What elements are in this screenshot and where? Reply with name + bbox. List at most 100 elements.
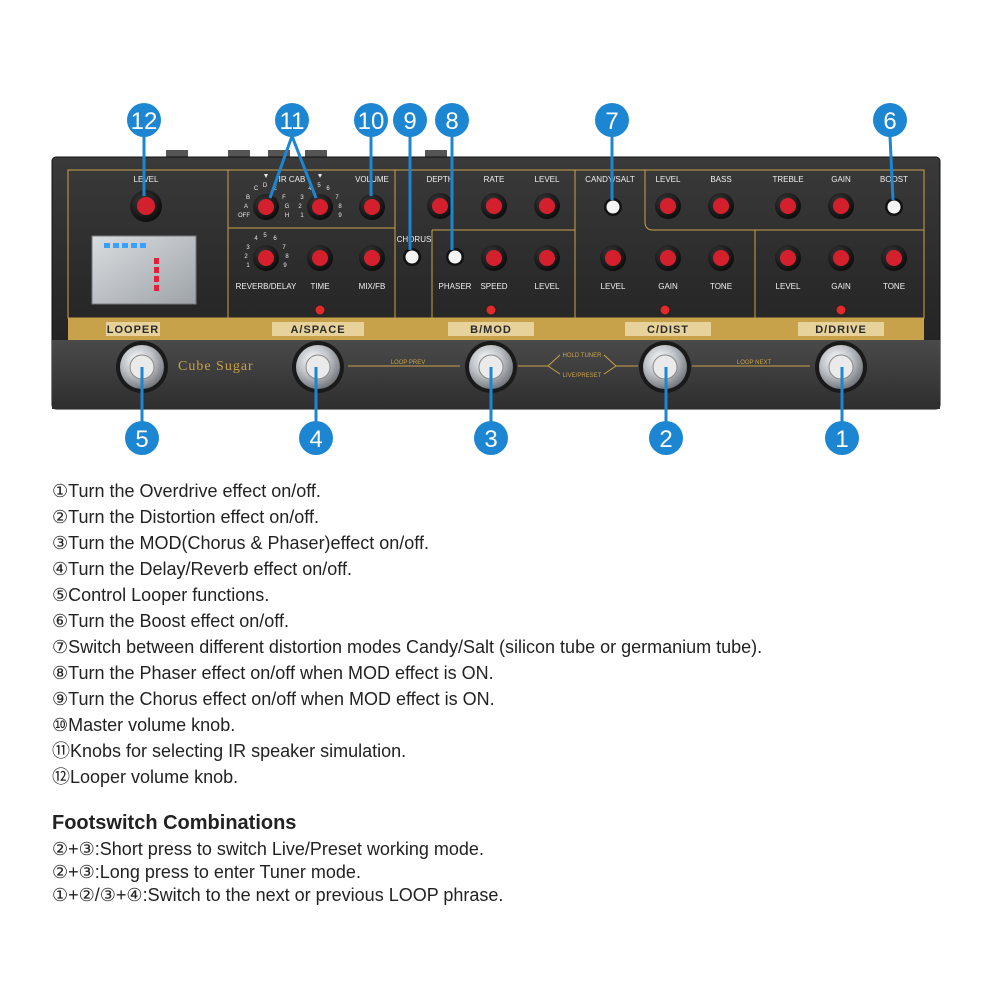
dist-level-knob[interactable] <box>600 245 626 271</box>
svg-text:D: D <box>263 183 268 189</box>
footswitch-a-space[interactable] <box>292 341 344 393</box>
phaser-button[interactable] <box>446 248 464 266</box>
dist-level-knob-top[interactable] <box>655 193 681 219</box>
depth-knob[interactable] <box>427 193 453 219</box>
svg-text:C: C <box>254 186 259 192</box>
ir-cab-scales: C D E B F A G OFF H 4 5 6 3 7 2 8 1 9 <box>238 174 342 219</box>
dist-tone-knob[interactable] <box>708 245 734 271</box>
svg-text:12: 12 <box>131 108 158 135</box>
label-rate: RATE <box>484 175 505 184</box>
footswitch-line-1: ②+③:Short press to switch Live/Preset wo… <box>52 839 484 859</box>
label-looper-level: LEVEL <box>134 175 159 184</box>
svg-text:1: 1 <box>300 213 304 219</box>
chorus-button[interactable] <box>403 248 421 266</box>
label-mix-fb: MIX/FB <box>359 282 386 291</box>
callout-11: 11 <box>275 103 309 137</box>
boost-button[interactable] <box>885 198 903 216</box>
svg-text:5: 5 <box>263 233 267 239</box>
label-time: TIME <box>310 282 329 291</box>
label-dist-level: LEVEL <box>601 282 626 291</box>
callouts-top: 12 11 10 9 8 7 6 <box>127 103 907 137</box>
ir-cab-knob-left[interactable] <box>253 194 279 220</box>
desc-12: ⑫Looper volume knob. <box>52 767 239 787</box>
svg-text:4: 4 <box>308 186 312 192</box>
live-preset-label: LIVE/PRESET <box>563 373 602 379</box>
desc-2: ②Turn the Distortion effect on/off. <box>52 507 319 527</box>
rate-knob[interactable] <box>481 193 507 219</box>
svg-text:6: 6 <box>273 236 277 242</box>
pedal-illustration: LOOPER A/SPACE B/MOD C/DIST D/DRIVE LEVE… <box>51 103 941 455</box>
label-treble: TREBLE <box>772 175 803 184</box>
label-boost: BOOST <box>880 175 908 184</box>
callout-9: 9 <box>393 103 427 137</box>
label-drive-tone: TONE <box>883 282 905 291</box>
speed-knob[interactable] <box>481 245 507 271</box>
svg-text:7: 7 <box>605 108 618 135</box>
callout-6: 6 <box>873 103 907 137</box>
toggle-buttons[interactable] <box>403 198 903 266</box>
looper-level-knob[interactable] <box>130 190 162 222</box>
loop-prev-label: LOOP PREV <box>391 360 426 366</box>
footswitch-list: ②+③:Short press to switch Live/Preset wo… <box>52 838 982 907</box>
desc-8: ⑧Turn the Phaser effect on/off when MOD … <box>52 663 494 683</box>
candy-salt-button[interactable] <box>604 198 622 216</box>
bass-knob[interactable] <box>708 193 734 219</box>
gain-knob-top[interactable] <box>828 193 854 219</box>
label-mod-level: LEVEL <box>535 175 560 184</box>
svg-text:E: E <box>273 186 277 192</box>
svg-text:H: H <box>285 213 289 219</box>
desc-10: ⑩Master volume knob. <box>52 715 236 735</box>
mod-level-knob-2[interactable] <box>534 245 560 271</box>
drive-gain-knob[interactable] <box>828 245 854 271</box>
svg-text:F: F <box>282 195 286 201</box>
label-dist-gain: GAIN <box>658 282 678 291</box>
svg-text:B: B <box>246 195 250 201</box>
svg-text:8: 8 <box>285 254 289 260</box>
section-b-mod: B/MOD <box>470 324 512 336</box>
ir-cab-knob-right[interactable] <box>307 194 333 220</box>
brand-logo: Cube Sugar <box>178 359 254 374</box>
desc-6: ⑥Turn the Boost effect on/off. <box>52 611 289 631</box>
svg-text:4: 4 <box>254 236 258 242</box>
dist-gain-knob[interactable] <box>655 245 681 271</box>
drive-level-knob[interactable] <box>775 245 801 271</box>
svg-text:9: 9 <box>338 213 342 219</box>
description-list: ①Turn the Overdrive effect on/off. ②Turn… <box>52 478 982 790</box>
svg-text:9: 9 <box>283 263 287 269</box>
svg-text:5: 5 <box>135 426 148 453</box>
section-a-space: A/SPACE <box>290 324 345 336</box>
svg-text:1: 1 <box>246 263 250 269</box>
svg-text:2: 2 <box>244 254 248 260</box>
svg-text:1: 1 <box>835 426 848 453</box>
svg-text:5: 5 <box>317 183 321 189</box>
mod-level-knob[interactable] <box>534 193 560 219</box>
desc-3: ③Turn the MOD(Chorus & Phaser)effect on/… <box>52 533 429 553</box>
drive-tone-knob[interactable] <box>881 245 907 271</box>
footswitch-line-3: ①+②/③+④:Switch to the next or previous L… <box>52 885 504 905</box>
label-reverb-delay: REVERB/DELAY <box>236 282 297 291</box>
knobs[interactable] <box>130 190 907 271</box>
callout-7: 7 <box>595 103 629 137</box>
mix-fb-knob[interactable] <box>359 245 385 271</box>
reverb-delay-scale: 4 5 6 3 7 2 8 1 9 <box>244 233 289 269</box>
svg-text:A: A <box>244 204 248 210</box>
volume-knob[interactable] <box>359 194 385 220</box>
status-leds <box>314 304 847 316</box>
svg-text:9: 9 <box>403 108 416 135</box>
svg-text:4: 4 <box>309 426 322 453</box>
svg-text:3: 3 <box>484 426 497 453</box>
svg-text:3: 3 <box>246 245 250 251</box>
reverb-delay-knob[interactable] <box>253 245 279 271</box>
time-knob[interactable] <box>307 245 333 271</box>
label-speed: SPEED <box>480 282 507 291</box>
treble-knob[interactable] <box>775 193 801 219</box>
desc-11: ⑪Knobs for selecting IR speaker simulati… <box>52 741 407 761</box>
section-c-dist: C/DIST <box>647 324 689 336</box>
svg-text:OFF: OFF <box>238 213 250 219</box>
callout-12: 12 <box>127 103 161 137</box>
callout-2: 2 <box>649 421 683 455</box>
callout-lines <box>140 135 895 422</box>
label-candy-salt: CANDY/SALT <box>585 175 635 184</box>
label-mod-level-2: LEVEL <box>535 282 560 291</box>
label-ir-cab: IR CAB <box>279 175 306 184</box>
